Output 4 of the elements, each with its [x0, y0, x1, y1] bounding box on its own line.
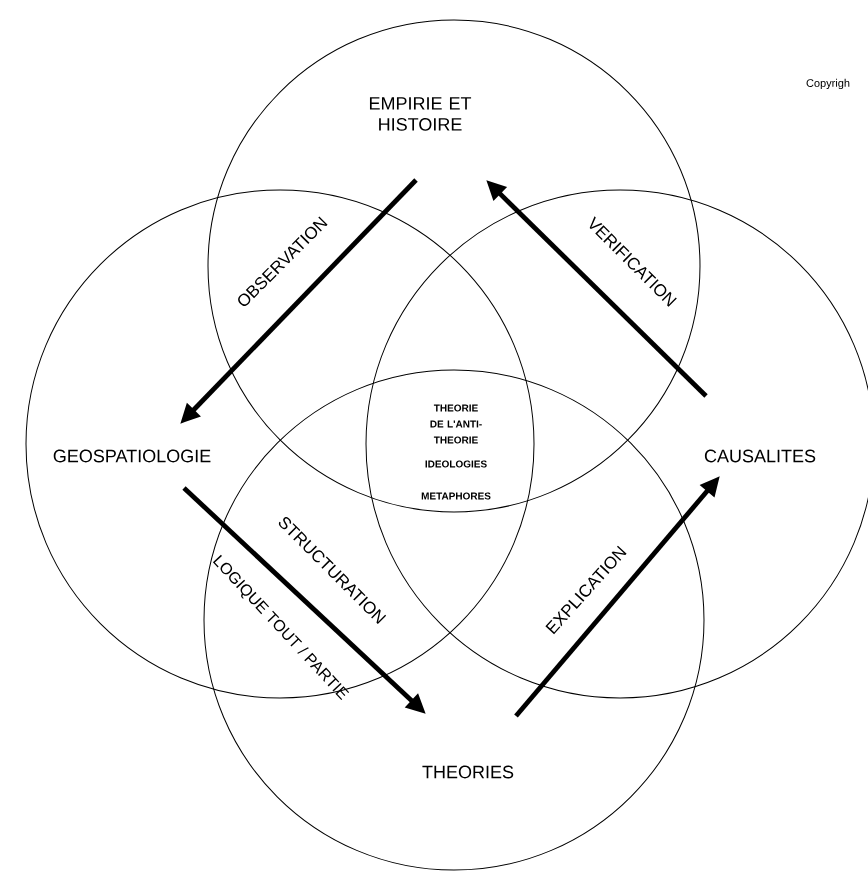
circle-label: CAUSALITES [704, 449, 816, 463]
circle-label: EMPIRIE ET HISTOIRE [369, 97, 472, 131]
circle-label: GEOSPATIOLOGIE [53, 449, 211, 463]
circle-label: THEORIES [422, 765, 514, 779]
